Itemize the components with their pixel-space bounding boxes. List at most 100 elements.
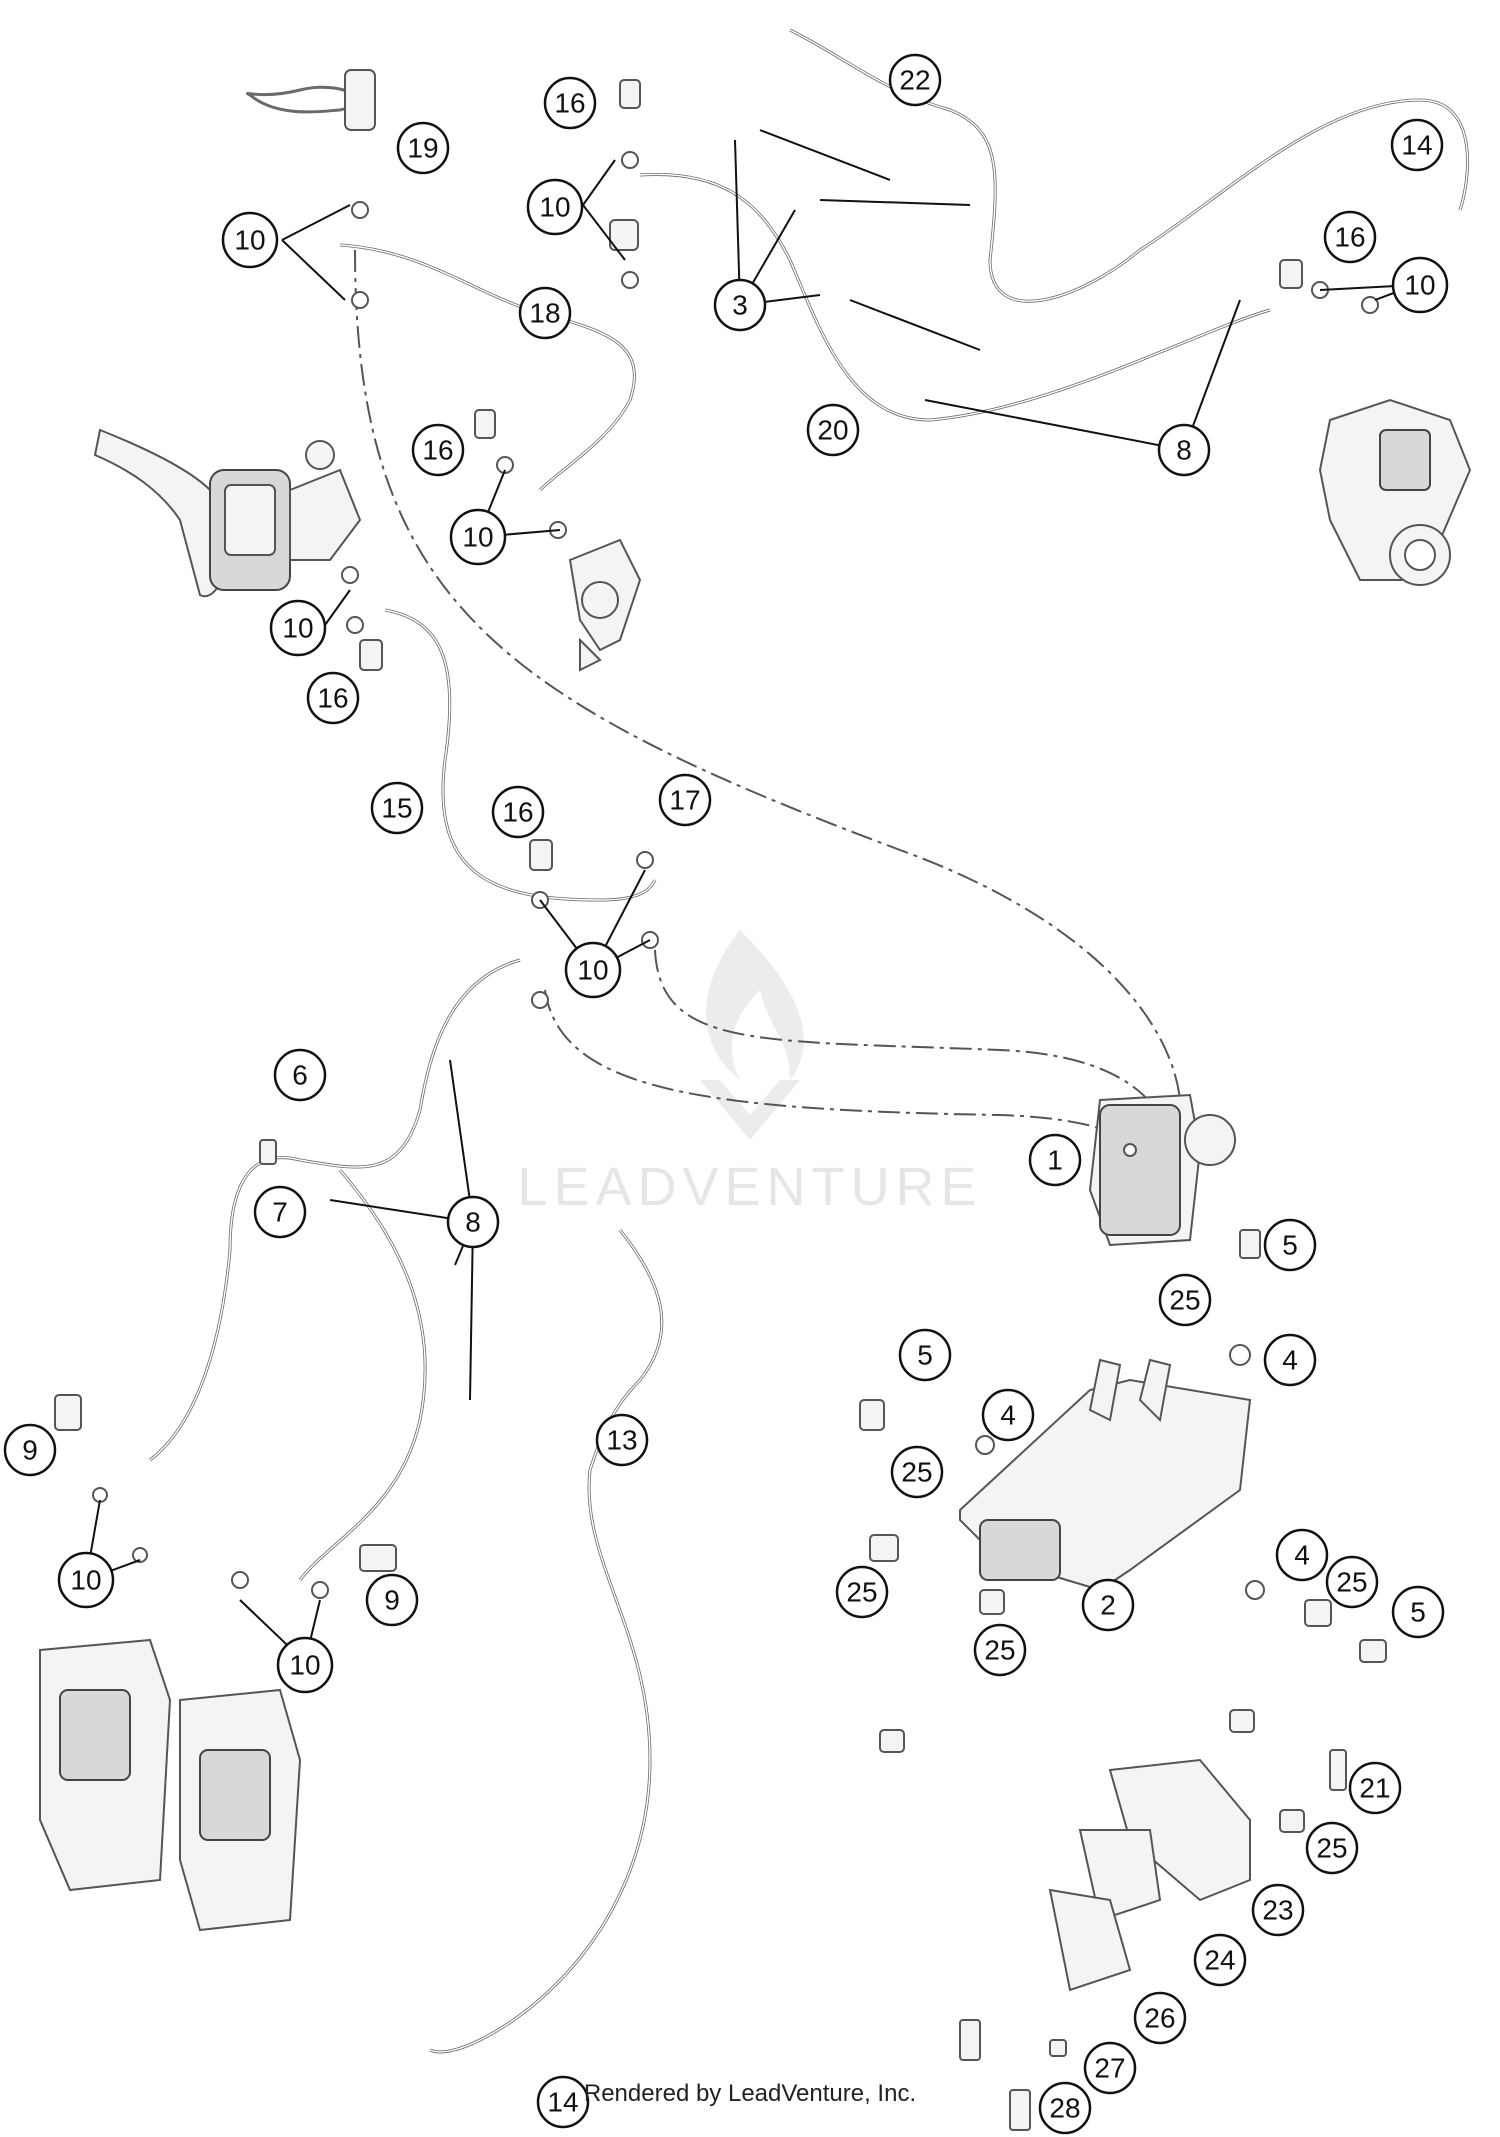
- callout-25: 25: [835, 1565, 889, 1619]
- svg-text:1: 1: [1047, 1145, 1063, 1176]
- callout-10: 10: [221, 211, 279, 269]
- rear-master-cylinder: [568, 538, 642, 672]
- svg-text:10: 10: [577, 955, 608, 986]
- callout-16: 16: [306, 671, 360, 725]
- abs-sensor-cable: [429, 1229, 664, 2054]
- callout-20: 20: [806, 403, 860, 457]
- svg-text:4: 4: [1282, 1345, 1298, 1376]
- svg-text:10: 10: [234, 225, 265, 256]
- callout-16: 16: [491, 785, 545, 839]
- svg-text:25: 25: [1336, 1567, 1367, 1598]
- callout-15: 15: [370, 781, 424, 835]
- svg-text:8: 8: [465, 1207, 481, 1238]
- abs-unit: [1088, 1093, 1236, 1247]
- callout-21: 21: [1348, 1761, 1402, 1815]
- footer-credit: Rendered by LeadVenture, Inc.: [583, 2080, 917, 2107]
- callout-22: 22: [888, 53, 942, 107]
- svg-text:25: 25: [1169, 1285, 1200, 1316]
- callout-10: 10: [276, 1636, 334, 1694]
- svg-text:25: 25: [984, 1635, 1015, 1666]
- svg-text:4: 4: [1294, 1540, 1310, 1571]
- callout-19: 19: [396, 121, 450, 175]
- svg-text:5: 5: [917, 1340, 933, 1371]
- callout-17: 17: [658, 773, 712, 827]
- callout-10: 10: [57, 1551, 115, 1609]
- callout-7: 7: [253, 1185, 307, 1239]
- callout-10: 10: [564, 941, 622, 999]
- svg-text:10: 10: [462, 522, 493, 553]
- callout-4: 4: [981, 1388, 1035, 1442]
- callout-5: 5: [1391, 1585, 1445, 1639]
- watermark-flame-logo: [706, 930, 804, 1080]
- front-master-cylinder: [93, 428, 362, 598]
- svg-text:13: 13: [606, 1425, 637, 1456]
- callout-28: 28: [1038, 2081, 1092, 2135]
- svg-text:17: 17: [669, 785, 700, 816]
- callout-23: 23: [1251, 1883, 1305, 1937]
- svg-text:25: 25: [846, 1577, 877, 1608]
- svg-text:3: 3: [732, 290, 748, 321]
- callout-14: 14: [1390, 118, 1444, 172]
- callout-25: 25: [890, 1445, 944, 1499]
- svg-text:15: 15: [381, 793, 412, 824]
- svg-text:25: 25: [1316, 1833, 1347, 1864]
- callout-25: 25: [1158, 1273, 1212, 1327]
- svg-text:16: 16: [502, 797, 533, 828]
- callout-10: 10: [449, 508, 507, 566]
- callout-24: 24: [1193, 1933, 1247, 1987]
- callout-2: 2: [1081, 1578, 1135, 1632]
- svg-text:20: 20: [817, 415, 848, 446]
- svg-text:4: 4: [1000, 1400, 1016, 1431]
- callout-26: 26: [1133, 1991, 1187, 2045]
- svg-text:14: 14: [1401, 130, 1432, 161]
- svg-text:16: 16: [1334, 222, 1365, 253]
- watermark-text: LEADVENTURE: [517, 1157, 982, 1217]
- callout-8: 8: [446, 1195, 500, 1249]
- svg-text:28: 28: [1049, 2093, 1080, 2124]
- svg-text:25: 25: [901, 1457, 932, 1488]
- svg-text:9: 9: [384, 1585, 400, 1616]
- routing-lines: [354, 249, 1182, 1161]
- svg-text:14: 14: [547, 2087, 578, 2118]
- svg-text:8: 8: [1176, 435, 1192, 466]
- speed-sensor-cables: [759, 129, 981, 351]
- svg-text:26: 26: [1144, 2003, 1175, 2034]
- svg-text:10: 10: [539, 192, 570, 223]
- callout-25: 25: [1305, 1821, 1359, 1875]
- callout-16: 16: [411, 423, 465, 477]
- callout-25: 25: [1325, 1555, 1379, 1609]
- callout-27: 27: [1083, 2041, 1137, 2095]
- callout-9: 9: [3, 1423, 57, 1477]
- callout-14: 14: [536, 2075, 590, 2129]
- callout-25: 25: [973, 1623, 1027, 1677]
- svg-text:16: 16: [554, 88, 585, 119]
- callout-4: 4: [1275, 1528, 1329, 1582]
- svg-text:10: 10: [282, 613, 313, 644]
- sensor-bracket: [1048, 1758, 1251, 1992]
- svg-text:24: 24: [1204, 1945, 1235, 1976]
- callout-16: 16: [543, 76, 597, 130]
- svg-text:22: 22: [899, 65, 930, 96]
- svg-text:21: 21: [1359, 1773, 1390, 1804]
- svg-text:16: 16: [317, 683, 348, 714]
- callouts: 1 2 3 4 4 4 5 5 5 6 7 8 8 9 9 10 10 10 1…: [3, 53, 1449, 2135]
- callout-1: 1: [1028, 1133, 1082, 1187]
- front-brake-calipers: [39, 1638, 302, 1932]
- callout-6: 6: [273, 1048, 327, 1102]
- svg-text:9: 9: [22, 1435, 38, 1466]
- svg-text:23: 23: [1262, 1895, 1293, 1926]
- svg-text:16: 16: [422, 435, 453, 466]
- callout-4: 4: [1263, 1333, 1317, 1387]
- svg-text:10: 10: [289, 1650, 320, 1681]
- callout-16: 16: [1323, 210, 1377, 264]
- callout-13: 13: [595, 1413, 649, 1467]
- svg-text:7: 7: [272, 1197, 288, 1228]
- svg-text:10: 10: [70, 1565, 101, 1596]
- callout-3: 3: [713, 278, 767, 332]
- svg-text:18: 18: [529, 298, 560, 329]
- svg-text:27: 27: [1094, 2053, 1125, 2084]
- callout-8: 8: [1157, 423, 1211, 477]
- callout-5: 5: [898, 1328, 952, 1382]
- svg-text:5: 5: [1282, 1230, 1298, 1261]
